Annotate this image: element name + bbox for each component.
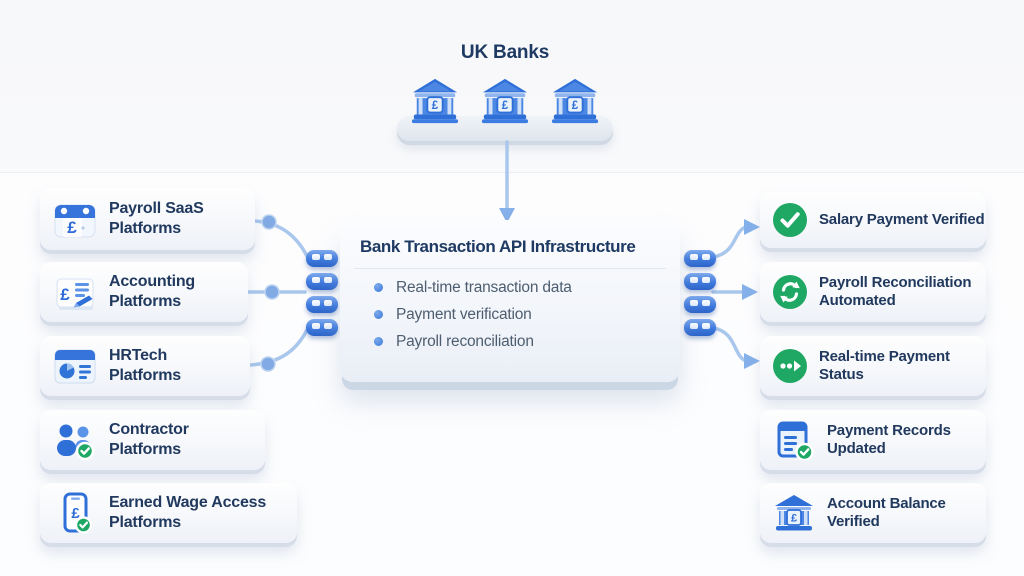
bank-balance-icon: £ <box>772 493 816 533</box>
bank-building-icon: £ <box>411 78 459 124</box>
api-infrastructure-box: Bank Transaction API Infrastructure Real… <box>340 220 680 382</box>
api-port-pill <box>306 319 338 336</box>
bank-pound-glyph: £ <box>572 100 579 112</box>
panel-reconciliation-automated: Payroll Reconciliation Automated <box>760 262 986 322</box>
api-feature-list: Real-time transaction data Payment verif… <box>360 279 660 360</box>
panel-label: HRTech Platforms <box>109 347 181 384</box>
panel-salary-verified: Salary Payment Verified <box>760 192 986 248</box>
right-arrowhead-icon <box>744 353 760 369</box>
panel-payroll-saas: £ Payroll SaaS Platforms <box>40 188 255 250</box>
panel-label: Payroll SaaS Platforms <box>109 200 204 237</box>
panel-records-updated: Payment Records Updated <box>760 410 986 470</box>
accounting-ledger-icon: £ <box>52 271 98 313</box>
panel-label: Salary Payment Verified <box>819 210 985 228</box>
panel-label: Real-time Payment Status <box>819 347 950 383</box>
bank-building-icon: £ <box>481 78 529 124</box>
api-box-divider <box>354 268 666 269</box>
svg-text:£: £ <box>60 285 70 304</box>
earned-wage-phone-icon: £ <box>52 492 98 534</box>
connector-dot-icon <box>261 214 277 230</box>
panel-label: Payroll Reconciliation Automated <box>819 273 972 309</box>
api-feature-item: Real-time transaction data <box>374 279 660 306</box>
api-port-pill <box>306 250 338 267</box>
api-feature-item: Payroll reconciliation <box>374 333 660 360</box>
api-port-pill <box>684 296 716 313</box>
connector-dot-icon <box>260 356 276 372</box>
api-feature-item: Payment verification <box>374 306 660 333</box>
document-check-icon <box>772 420 816 460</box>
svg-text:£: £ <box>71 505 80 522</box>
right-arrowhead-icon <box>744 219 760 235</box>
background-band-divider <box>0 172 1024 173</box>
hrtech-to-api-line <box>248 328 309 367</box>
api-port-pill <box>306 273 338 290</box>
connector-dot-icon <box>264 284 280 300</box>
api-port-pill <box>306 296 338 313</box>
panel-label: Payment Records Updated <box>827 421 951 457</box>
panel-realtime-status: Real-time Payment Status <box>760 336 986 396</box>
bank-building-icon: £ <box>551 78 599 124</box>
bank-pound-glyph: £ <box>502 100 509 112</box>
live-status-icon <box>772 348 808 384</box>
payroll-calendar-icon: £ <box>52 198 98 240</box>
panel-earned-wage-access: £ Earned Wage Access Platforms <box>40 483 297 543</box>
hrtech-window-icon <box>52 345 98 387</box>
api-port-pill <box>684 250 716 267</box>
svg-text:£: £ <box>67 218 77 237</box>
right-arrowhead-icon <box>742 284 758 300</box>
api-port-pill <box>684 273 716 290</box>
uk-banks-title: UK Banks <box>460 42 550 63</box>
panel-balance-verified: £ Account Balance Verified <box>760 483 986 543</box>
panel-label: Earned Wage Access Platforms <box>109 494 267 531</box>
api-port-pill <box>684 319 716 336</box>
panel-label: Accounting Platforms <box>109 273 195 310</box>
svg-text:£: £ <box>791 513 797 525</box>
api-to-status-line <box>711 326 748 363</box>
payroll-to-api-line <box>253 219 309 258</box>
check-circle-icon <box>772 202 808 238</box>
panel-label: Contractor Platforms <box>109 421 189 458</box>
api-to-salary-line <box>711 225 748 259</box>
api-box-title: Bank Transaction API Infrastructure <box>360 237 636 256</box>
panel-contractor: Contractor Platforms <box>40 410 265 470</box>
sync-circle-icon <box>772 274 808 310</box>
panel-accounting: £ Accounting Platforms <box>40 262 248 322</box>
contractor-people-icon <box>52 419 98 461</box>
panel-hrtech: HRTech Platforms <box>40 336 250 396</box>
bank-pound-glyph: £ <box>432 100 439 112</box>
panel-label: Account Balance Verified <box>827 494 946 530</box>
